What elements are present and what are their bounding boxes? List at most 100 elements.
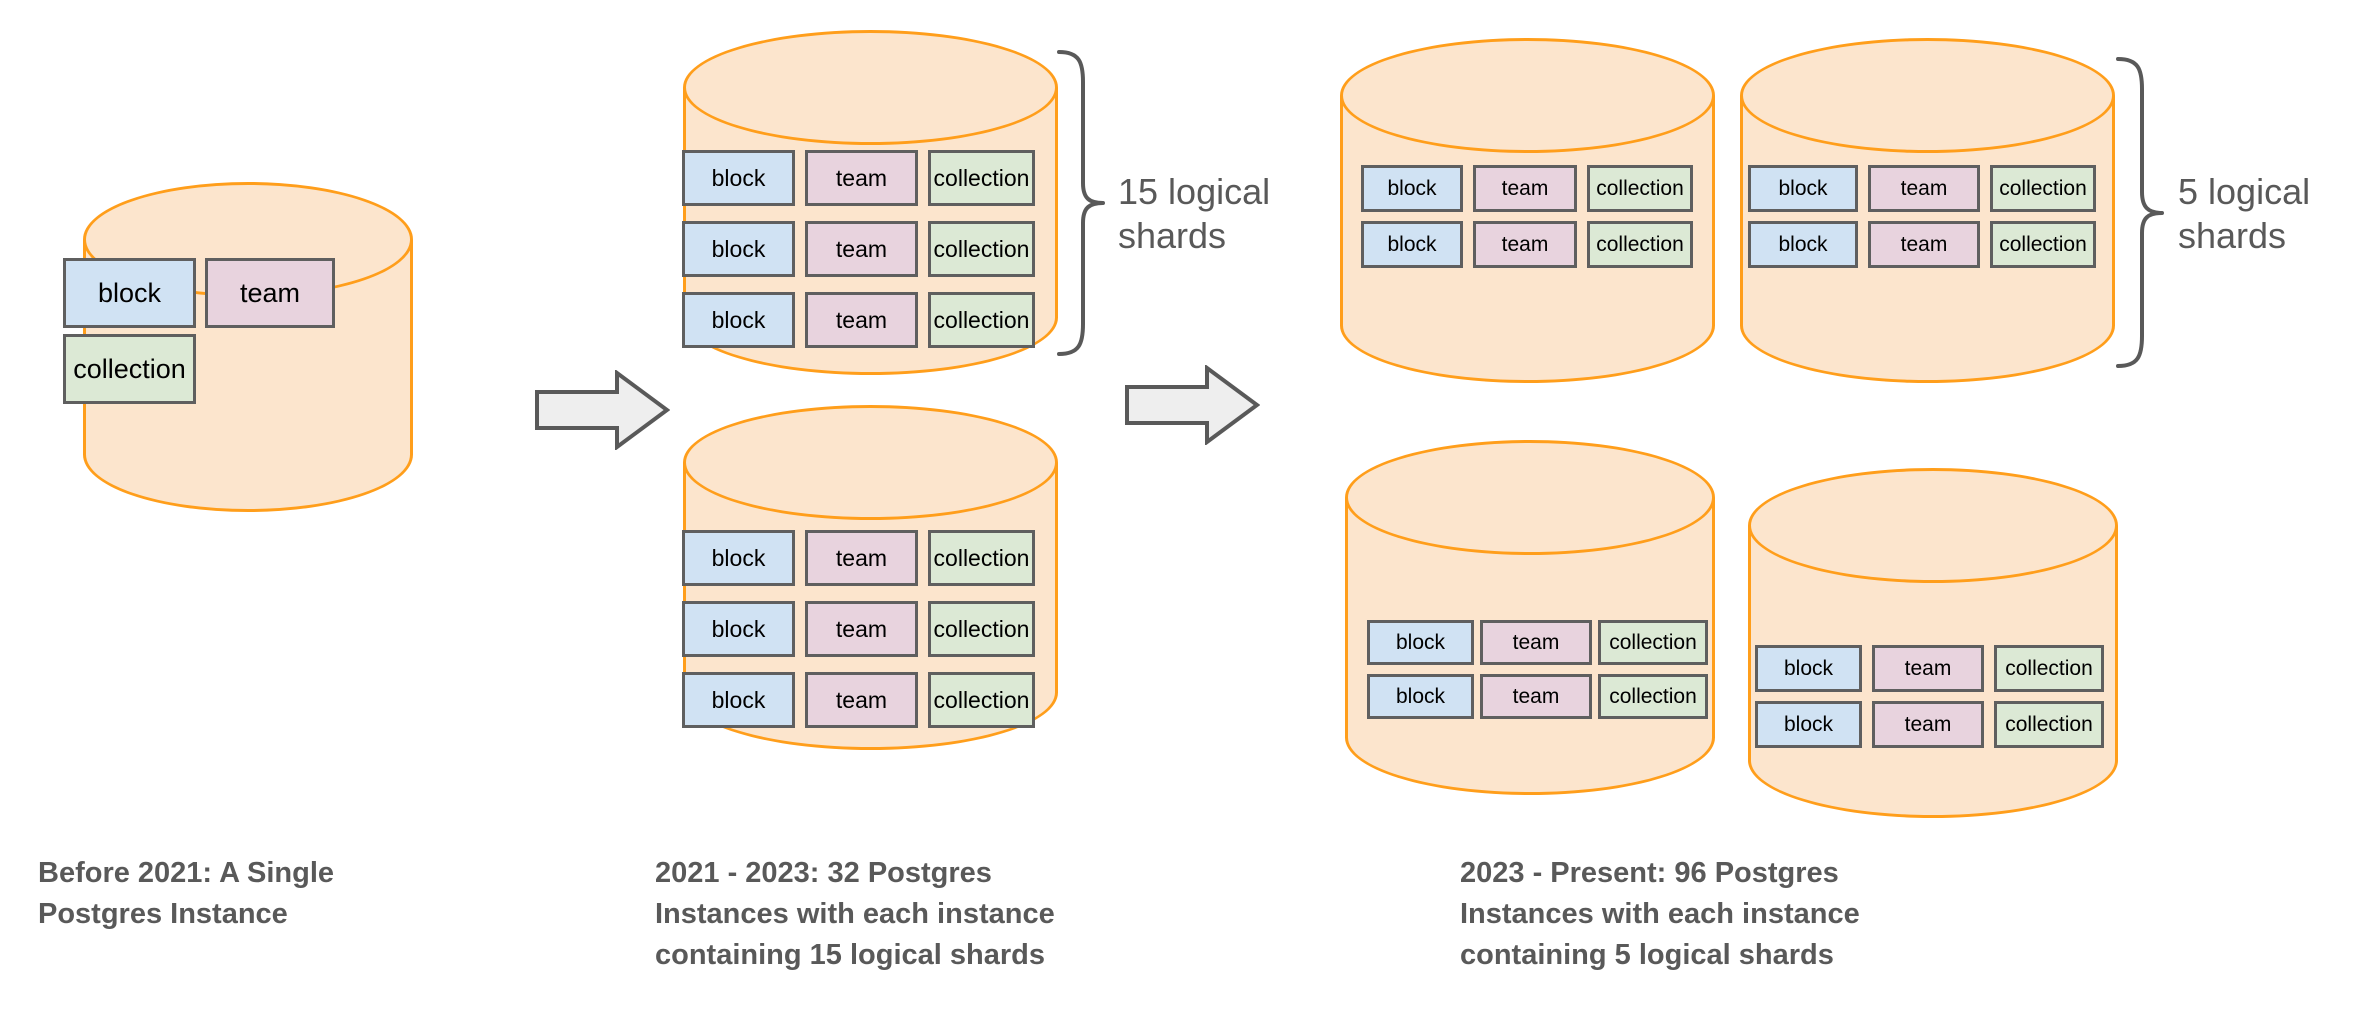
table-row: block team collection xyxy=(682,150,1035,206)
stage3-shard-brace xyxy=(2112,55,2172,370)
cell-gap xyxy=(918,672,928,728)
table-cell-block[interactable]: block xyxy=(63,258,196,328)
table-cell-block[interactable]: block xyxy=(1361,165,1463,212)
table-cell-block[interactable]: block xyxy=(1367,674,1474,719)
cell-gap xyxy=(918,150,928,206)
stage3-cylinder-3 xyxy=(1345,440,1715,795)
row-gap xyxy=(1755,692,2104,701)
table-cell-collection[interactable]: collection xyxy=(928,150,1035,206)
stage1-caption: Before 2021: A Single Postgres Instance xyxy=(38,857,335,931)
table-cell-collection[interactable]: collection xyxy=(928,292,1035,348)
cell-gap xyxy=(795,672,805,728)
table-row: block team collection xyxy=(1367,674,1708,719)
table-cell-team[interactable]: team xyxy=(1868,165,1980,212)
table-cell-team[interactable]: team xyxy=(805,221,918,277)
table-cell-team[interactable]: team xyxy=(1868,221,1980,268)
stage3-cyl1-shard-grid: block team collection block team collect… xyxy=(1361,165,1693,268)
cell-gap xyxy=(918,530,928,586)
cylinder-top-ellipse xyxy=(683,405,1058,520)
table-cell-team[interactable]: team xyxy=(1480,674,1592,719)
table-cell-collection[interactable]: collection xyxy=(928,530,1035,586)
table-cell-team[interactable]: team xyxy=(1473,221,1577,268)
table-cell-team[interactable]: team xyxy=(1872,645,1984,692)
cylinder-top-ellipse xyxy=(1345,440,1715,555)
table-row: block team collection xyxy=(1755,701,2104,748)
cell-gap xyxy=(1858,221,1868,268)
cell-gap xyxy=(1980,165,1990,212)
table-cell-collection[interactable]: collection xyxy=(1994,701,2104,748)
cell-gap xyxy=(1577,165,1587,212)
table-cell-team[interactable]: team xyxy=(1480,620,1592,665)
table-cell-collection[interactable]: collection xyxy=(1598,620,1708,665)
table-cell-team[interactable]: team xyxy=(1473,165,1577,212)
stage2-shard-annotation: 15 logical shards xyxy=(1118,171,1271,256)
table-cell-team[interactable]: team xyxy=(1872,701,1984,748)
cylinder-top-ellipse xyxy=(1740,38,2115,153)
table-cell-block[interactable]: block xyxy=(1361,221,1463,268)
cell-gap xyxy=(1577,221,1587,268)
table-cell-collection[interactable]: collection xyxy=(928,601,1035,657)
table-row: block team collection xyxy=(1748,165,2096,212)
stage3-cylinder-4 xyxy=(1748,468,2118,818)
stage2-bottom-shard-grid: block team collection block team collect… xyxy=(682,530,1035,728)
table-cell-team[interactable]: team xyxy=(205,258,335,328)
table-cell-block[interactable]: block xyxy=(1748,165,1858,212)
cell-gap xyxy=(918,292,928,348)
table-cell-block[interactable]: block xyxy=(1755,701,1862,748)
cell-gap xyxy=(1858,165,1868,212)
table-cell-block[interactable]: block xyxy=(682,150,795,206)
table-row: block team collection xyxy=(682,601,1035,657)
table-cell-collection[interactable]: collection xyxy=(1994,645,2104,692)
cell-gap xyxy=(795,221,805,277)
right-arrow-icon xyxy=(1125,364,1261,446)
stage2-top-shard-grid: block team collection block team collect… xyxy=(682,150,1035,348)
table-cell-collection[interactable]: collection xyxy=(63,334,196,404)
stage3-cyl2-shard-grid: block team collection block team collect… xyxy=(1748,165,2096,268)
table-cell-team[interactable]: team xyxy=(805,672,918,728)
stage2-shard-brace xyxy=(1053,48,1113,358)
table-cell-team[interactable]: team xyxy=(805,530,918,586)
table-cell-block[interactable]: block xyxy=(682,530,795,586)
row-gap xyxy=(682,586,1035,601)
stage1-table-grid: block team collection xyxy=(63,258,335,404)
table-cell-collection[interactable]: collection xyxy=(1587,221,1693,268)
table-row: block team collection xyxy=(1367,620,1708,665)
table-cell-block[interactable]: block xyxy=(1755,645,1862,692)
table-cell-collection[interactable]: collection xyxy=(928,221,1035,277)
table-row: collection xyxy=(63,334,335,404)
curly-brace-icon xyxy=(2116,57,2164,368)
table-row: block team collection xyxy=(682,221,1035,277)
table-cell-collection[interactable]: collection xyxy=(928,672,1035,728)
row-gap xyxy=(1361,212,1693,221)
cell-gap xyxy=(1862,645,1872,692)
table-cell-team[interactable]: team xyxy=(805,601,918,657)
table-cell-collection[interactable]: collection xyxy=(1990,221,2096,268)
row-gap xyxy=(682,206,1035,221)
cell-gap xyxy=(1463,165,1473,212)
table-cell-block[interactable]: block xyxy=(1748,221,1858,268)
table-row: block team collection xyxy=(682,292,1035,348)
cell-gap xyxy=(918,221,928,277)
table-cell-block[interactable]: block xyxy=(682,601,795,657)
table-cell-team[interactable]: team xyxy=(805,150,918,206)
table-cell-collection[interactable]: collection xyxy=(1990,165,2096,212)
stage3-cyl4-shard-grid: block team collection block team collect… xyxy=(1755,645,2104,748)
cell-gap xyxy=(1984,645,1994,692)
table-cell-team[interactable]: team xyxy=(805,292,918,348)
right-arrow-icon xyxy=(535,369,671,451)
row-gap xyxy=(682,277,1035,292)
cell-gap xyxy=(1862,701,1872,748)
cell-gap xyxy=(1980,221,1990,268)
cell-gap xyxy=(795,292,805,348)
arrow-stage2-to-stage3 xyxy=(1125,364,1261,446)
table-cell-block[interactable]: block xyxy=(682,221,795,277)
cell-gap xyxy=(918,601,928,657)
table-cell-collection[interactable]: collection xyxy=(1587,165,1693,212)
cell-gap xyxy=(795,601,805,657)
table-cell-block[interactable]: block xyxy=(682,672,795,728)
table-cell-block[interactable]: block xyxy=(682,292,795,348)
table-cell-collection[interactable]: collection xyxy=(1598,674,1708,719)
cell-gap xyxy=(795,530,805,586)
table-cell-block[interactable]: block xyxy=(1367,620,1474,665)
